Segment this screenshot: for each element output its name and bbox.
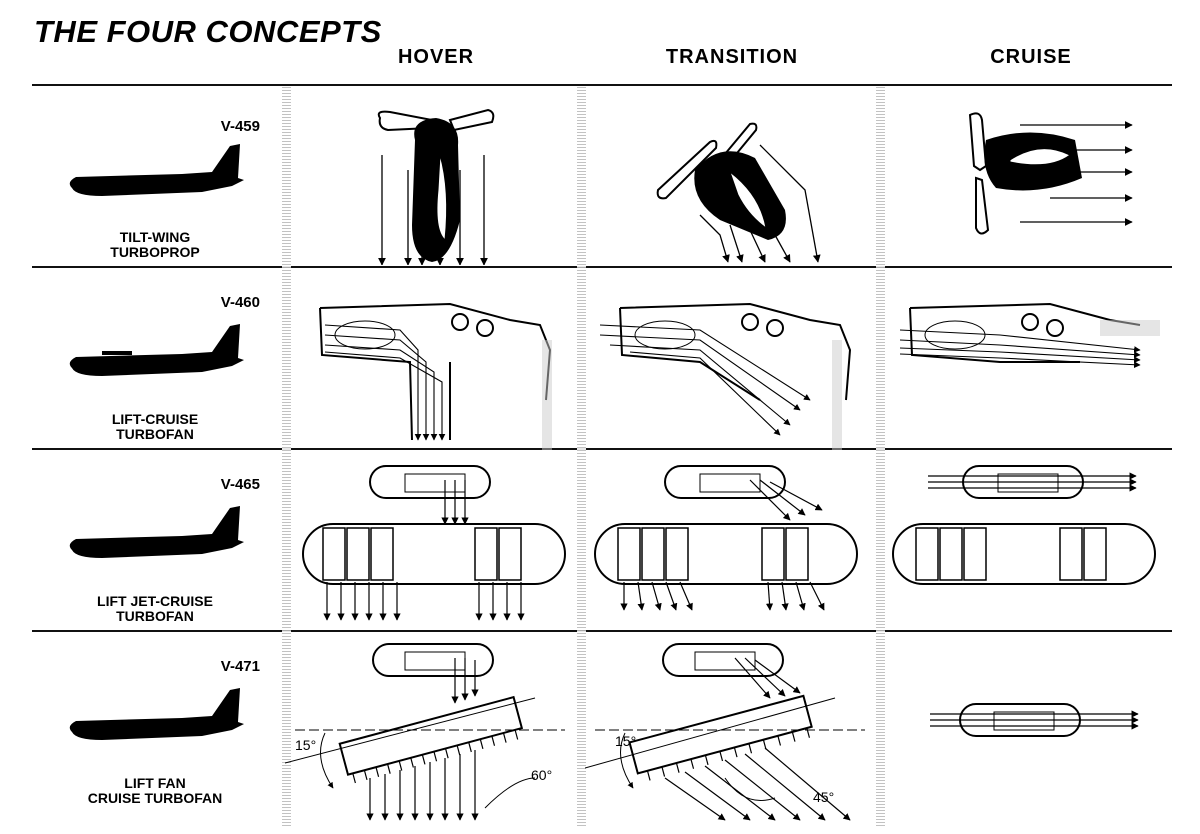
concept-code: V-460: [220, 294, 260, 311]
aircraft-silhouette-icon: [69, 506, 244, 558]
deflect-angle-label: 60°: [531, 767, 552, 783]
concept-code: V-459: [220, 118, 260, 135]
column-header-transition: TRANSITION: [665, 46, 799, 68]
column-separator: [282, 86, 291, 826]
diagram-cruise-lift-fan: [930, 703, 1139, 737]
column-separator: [876, 86, 885, 826]
aircraft-silhouette-icon: [69, 324, 244, 376]
aircraft-silhouette-icon: [69, 144, 244, 196]
column-header-cruise: CRUISE: [990, 46, 1072, 68]
tilt-angle-label: 15°: [295, 737, 316, 753]
deflect-angle-label: 45°: [813, 789, 834, 805]
diagram-transition-lift-fan: 15° 45°: [585, 643, 865, 821]
header-divider: [32, 84, 1172, 86]
column-separator: [577, 86, 586, 826]
diagram-transition-lift-cruise: [600, 302, 852, 450]
row-divider: [32, 266, 1172, 268]
diagram-cruise-tilt-wing: [968, 112, 1133, 235]
page-title: THE FOUR CONCEPTS: [34, 14, 382, 49]
diagram-cruise-lift-jet: [892, 465, 1156, 585]
aircraft-silhouette-icon: [69, 688, 244, 740]
tilt-angle-label: 15°: [615, 733, 636, 749]
diagram-hover-lift-cruise: [319, 302, 552, 450]
diagram-cruise-lift-cruise: [900, 302, 1160, 368]
column-header-hover: HOVER: [397, 46, 475, 68]
concept-code: V-465: [220, 476, 260, 493]
concept-code: V-471: [220, 658, 260, 675]
diagram-hover-lift-fan: 15° 60°: [285, 643, 565, 821]
row-divider: [32, 448, 1172, 450]
diagram-transition-tilt-wing: [656, 122, 821, 263]
diagram-transition-lift-jet: [594, 465, 858, 611]
diagram-hover-lift-jet: [302, 465, 566, 621]
row-divider: [32, 630, 1172, 632]
diagram-hover-tilt-wing: [377, 108, 495, 265]
